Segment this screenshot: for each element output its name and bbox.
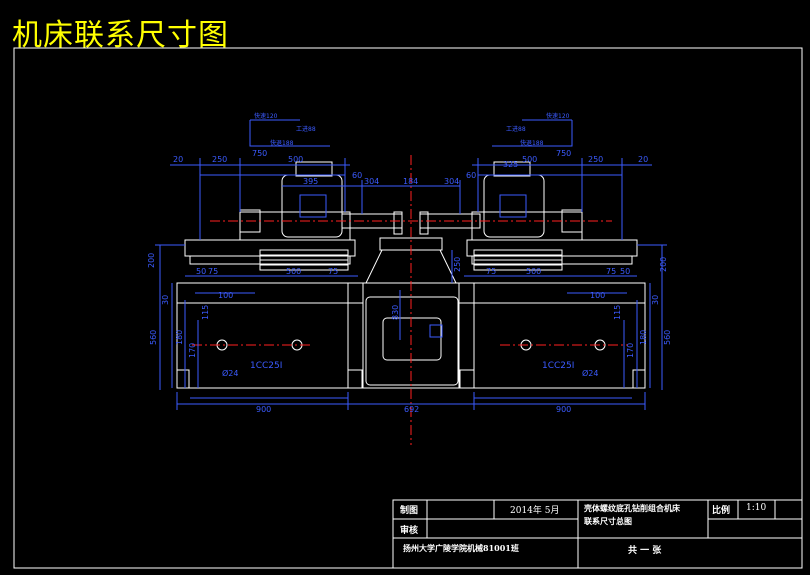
dim-170-right: 170 [626,343,635,358]
dim-830: 830 [391,305,400,320]
dim-top-250-left: 250 [212,155,227,164]
tb-scale-value: 1:10 [746,503,767,513]
tb-checked-label: 审核 [400,526,419,536]
dim-50-left: 50 [196,267,206,276]
dim-200-right: 200 [659,257,668,272]
dim-50-right: 50 [620,267,630,276]
tb-drawn-label: 制图 [400,506,419,516]
dim-top-500-left: 500 [288,155,303,164]
dim-115-left: 115 [201,305,210,320]
dim-30-right: 30 [651,295,660,305]
dim-180-left: 180 [175,330,184,345]
motor-boxes [299,194,527,338]
label-feed-left: 工进88 [296,125,316,133]
dim-900-left: 900 [256,405,271,414]
dim-170-left: 170 [188,343,197,358]
dim-500-right: 500 [526,267,541,276]
label-rapid-left: 快速120 [254,112,278,120]
dimension-texts: 20 250 750 500 500 750 250 20 395 60 304… [147,149,672,414]
dim-325-right: 325 [503,160,518,169]
dim-75-right-2: 75 [606,267,616,276]
dim-top-20-left: 20 [173,155,183,164]
dim-75-right: 75 [486,267,496,276]
title-block [392,499,803,569]
dim-250-center: 250 [453,257,462,272]
dimension-lines [155,119,667,410]
center-lines [192,155,628,445]
dim-top-750-right: 750 [556,149,571,158]
dim-75-left: 75 [208,267,218,276]
drawing-border [13,47,803,569]
dim-30-left: 30 [161,295,170,305]
hole-dim-right: Ø24 [582,368,598,378]
dim-304-left: 304 [364,177,379,186]
label-rapid-right: 快速120 [546,112,570,120]
dim-top-500-right: 500 [522,155,537,164]
label-return-left: 快退188 [270,139,294,147]
dim-60-right: 60 [466,171,476,180]
dim-395-left: 395 [303,177,318,186]
dim-top-750-left: 750 [252,149,267,158]
dim-900-right: 900 [556,405,571,414]
dim-115-right: 115 [613,305,622,320]
hole-dim-left: Ø24 [222,368,238,378]
dim-560-left: 560 [149,330,158,345]
dim-top-250-right: 250 [588,155,603,164]
dim-692: 692 [404,405,419,414]
dim-200-left: 200 [147,253,156,268]
machine-outline [176,161,646,389]
tb-date: 2014年 5月 [510,506,560,516]
tb-name-line2: 联系尺寸总图 [584,516,632,526]
label-feed-right: 工进88 [506,125,526,133]
feed-labels: 快速120 工进88 快退188 快速120 工进88 快退188 [254,112,570,147]
label-return-right: 快退188 [520,139,544,147]
dim-184: 184 [403,177,418,186]
dim-500-left: 500 [286,267,301,276]
model-labels: 1CC25I 1CC25I [250,361,574,371]
dim-60-left: 60 [352,171,362,180]
tb-scale-label: 比例 [712,506,731,516]
dim-100-left: 100 [218,291,233,300]
dim-560-right: 560 [663,330,672,345]
model-label-left: 1CC25I [250,361,282,371]
dim-304-right: 304 [444,177,459,186]
drawing-title: 机床联系尺寸图 [12,18,229,53]
tb-school: 扬州大学广陵学院机械81001班 [403,543,519,553]
dim-top-20-right: 20 [638,155,648,164]
model-label-right: 1CC25I [542,361,574,371]
dim-75-left-2: 75 [328,267,338,276]
dim-180-right: 180 [639,330,648,345]
dim-100-right: 100 [590,291,605,300]
tb-name-line1: 壳体螺纹底孔钻削组合机床 [584,503,680,513]
tb-sheet-count: 共 一 张 [628,546,662,556]
